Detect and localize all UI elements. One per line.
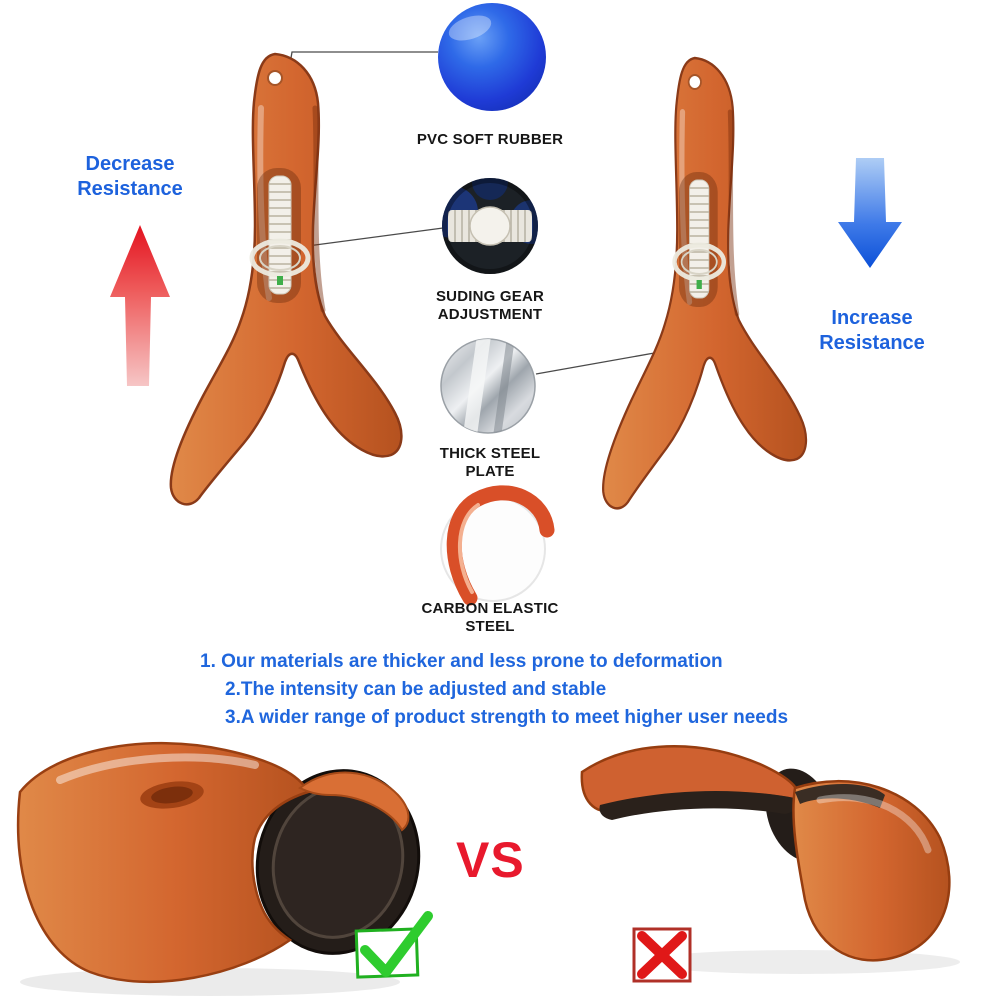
callout-label-sliding-gear: SUDING GEAR ADJUSTMENT xyxy=(435,288,545,323)
vs-label: VS xyxy=(456,832,525,888)
feature-list: 1. Our materials are thicker and less pr… xyxy=(200,648,788,732)
product-photo-bad xyxy=(580,745,960,974)
callout-label-pvc-soft-rubber: PVC SOFT RUBBER xyxy=(416,131,564,148)
increase-resistance-label: Increase Resistance xyxy=(819,307,925,354)
pvc-soft-rubber-photo xyxy=(438,3,546,111)
sliding-gear-photo xyxy=(442,178,538,274)
hip-trainer-right-device xyxy=(603,58,806,508)
callout-label-carbon-elastic-steel: CARBON ELASTIC STEEL xyxy=(421,600,559,635)
increase-arrow-icon xyxy=(838,158,902,268)
feature-line-3: 3.A wider range of product strength to m… xyxy=(225,707,789,728)
product-photo-good xyxy=(16,741,421,996)
carbon-elastic-steel-photo xyxy=(440,485,555,606)
feature-line-2: 2.The intensity can be adjusted and stab… xyxy=(225,679,607,700)
feature-line-1: 1. Our materials are thicker and less pr… xyxy=(200,651,723,672)
hip-trainer-left-device xyxy=(171,54,402,504)
decrease-arrow-icon xyxy=(110,225,170,386)
decrease-resistance-label: Decrease Resistance xyxy=(77,153,183,200)
callout-label-thick-steel-plate: THICK STEEL PLATE xyxy=(439,445,541,480)
thick-steel-plate-photo xyxy=(440,338,536,434)
red-cross-icon xyxy=(632,927,692,983)
green-check-icon xyxy=(354,911,433,979)
